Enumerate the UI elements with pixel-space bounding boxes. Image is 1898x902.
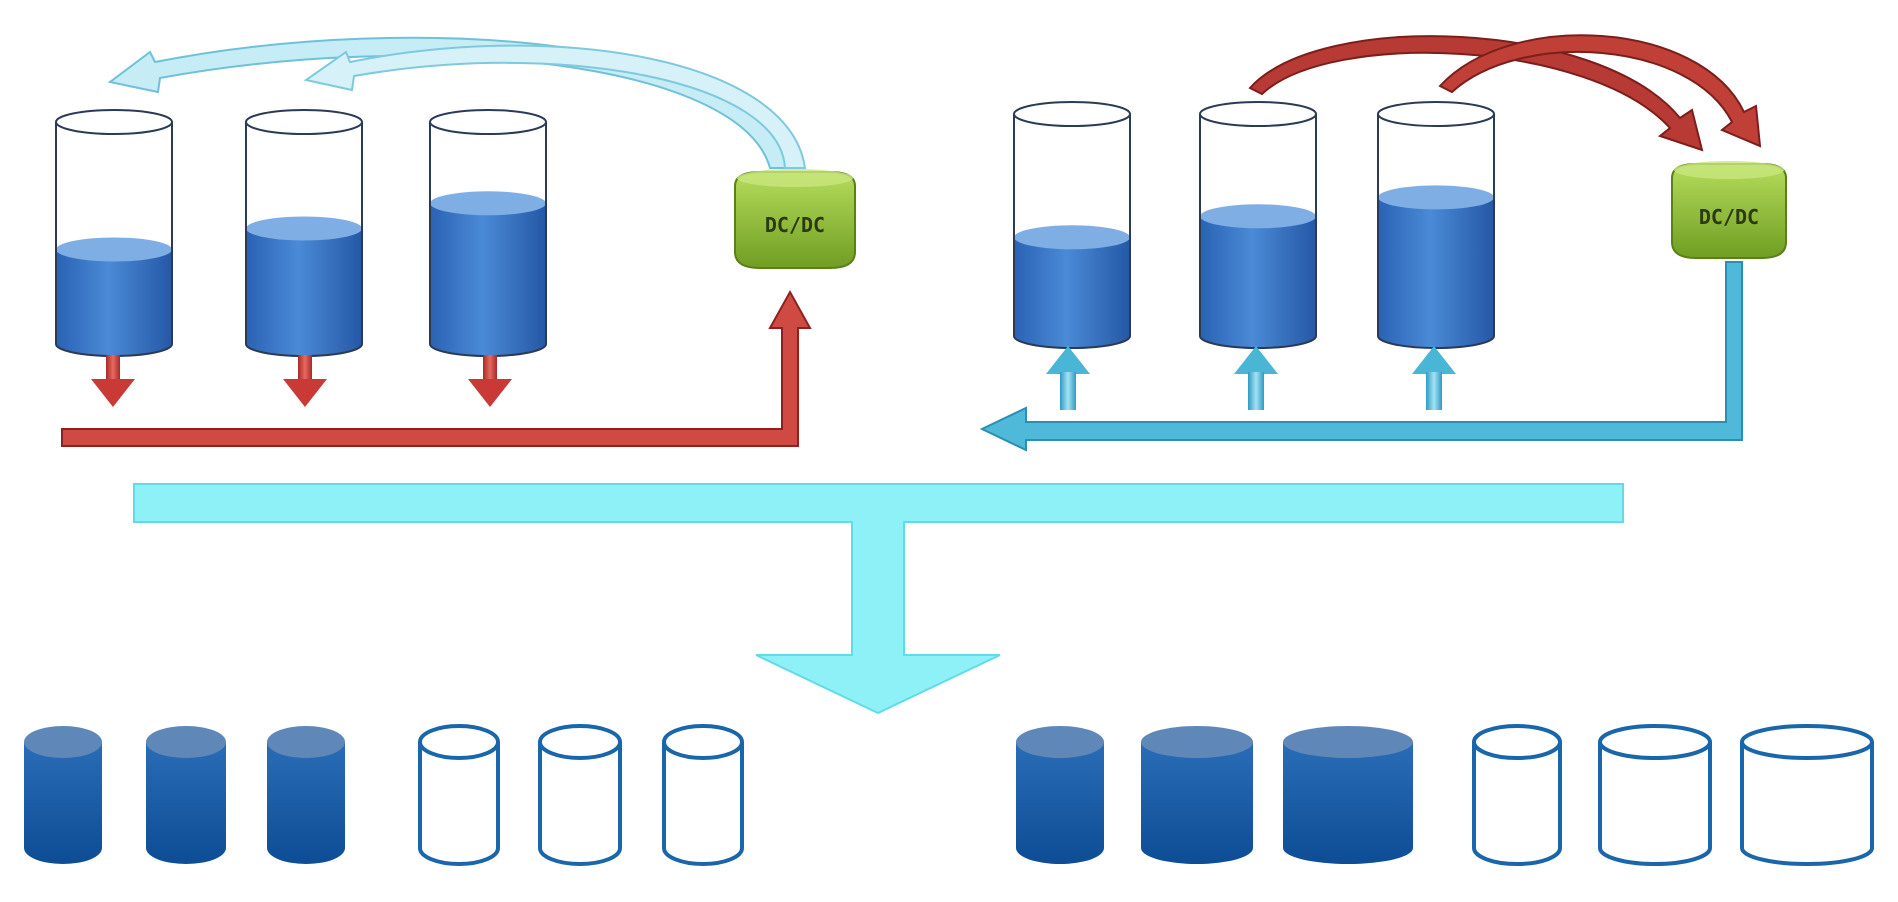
central-bus-arrow (133, 483, 1624, 715)
battery-cell-empty (418, 724, 500, 866)
tank-water-surface (1014, 225, 1130, 250)
tank-water (1378, 197, 1494, 348)
battery-cell-full (1016, 726, 1104, 864)
battery-cell-full (24, 726, 102, 864)
tank-water (430, 203, 546, 356)
tank-water (56, 249, 172, 356)
tank-water (1014, 237, 1130, 348)
right-up-arrow (1412, 346, 1456, 410)
battery-cell-empty (538, 724, 622, 866)
bottom-left-cells (24, 724, 744, 866)
tank-water-surface (1200, 204, 1316, 229)
tank-water-surface (56, 237, 172, 262)
battery-cell-empty (1598, 724, 1712, 866)
right-cyan-bus-arrow (979, 261, 1743, 452)
tank-water-surface (246, 216, 362, 241)
right-up-arrow (1046, 346, 1090, 410)
battery-cell-full (1283, 726, 1413, 864)
battery-cell-empty (1740, 724, 1874, 866)
left-tank-1 (55, 109, 173, 357)
left-panel: DC/DC (55, 36, 856, 447)
right-up-arrow (1234, 346, 1278, 410)
battery-cell-full (267, 726, 345, 864)
feedback-curve-arrow (303, 44, 807, 169)
tank-rim (429, 109, 547, 135)
charge-curve-arrow (1248, 35, 1704, 152)
tank-rim (1377, 101, 1495, 127)
tank-water-surface (430, 191, 546, 216)
right-tank-1 (1013, 101, 1131, 349)
left-tank-2 (245, 109, 363, 357)
tank-water-surface (1378, 185, 1494, 210)
right-charge-arrows (1248, 34, 1762, 152)
left-down-arrow (91, 355, 135, 407)
left-dcdc-converter: DC/DC (734, 169, 856, 269)
tank-glass (1377, 114, 1495, 349)
charge-curve-arrow (1438, 34, 1762, 148)
right-tank-3 (1377, 101, 1495, 349)
right-tank-2 (1199, 101, 1317, 349)
tank-rim (1199, 101, 1317, 127)
right-panel: DC/DC (979, 34, 1787, 452)
tank-water (246, 228, 362, 356)
left-tank-3 (429, 109, 547, 357)
tank-rim (55, 109, 173, 135)
battery-cell-empty (1472, 724, 1562, 866)
dcdc-label: DC/DC (1699, 205, 1759, 229)
right-dcdc-converter: DC/DC (1671, 161, 1787, 259)
battery-cell-full (1141, 726, 1253, 864)
tank-rim (245, 109, 363, 135)
left-feedback-arrows (107, 36, 807, 169)
battery-cell-full (146, 726, 226, 864)
left-red-bus-arrow (61, 289, 812, 447)
dcdc-label: DC/DC (765, 213, 825, 237)
left-down-arrow (468, 355, 512, 407)
tank-glass (1199, 114, 1317, 349)
tank-rim (1013, 101, 1131, 127)
tank-glass (1013, 114, 1131, 349)
bottom-right-cells (1016, 724, 1874, 866)
battery-cell-empty (662, 724, 744, 866)
tank-water (1200, 216, 1316, 348)
left-down-arrow (283, 355, 327, 407)
